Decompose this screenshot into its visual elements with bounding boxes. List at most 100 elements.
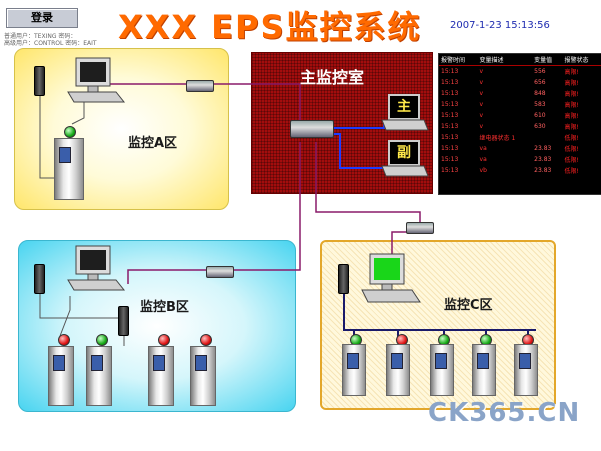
alarm-variable: vb	[479, 167, 487, 174]
zone-c-eps-cabinet-1-icon[interactable]	[342, 344, 366, 396]
zone-a-link	[108, 83, 301, 128]
alarm-value: 23.83	[534, 167, 552, 174]
alarm-value: 848	[534, 90, 546, 97]
zone-b-link	[127, 142, 301, 284]
alarm-time: 15:13	[441, 134, 459, 141]
alarm-variable: va	[479, 145, 487, 152]
alarm-row[interactable]: 15:13 v 610 高限!	[439, 110, 601, 121]
alarm-row[interactable]: 15:13 va 23.83 低限!	[439, 154, 601, 165]
secondary-workstation-icon[interactable]: 副	[388, 140, 420, 166]
zone-b-speaker-2-icon	[118, 306, 129, 336]
zone-b-cabinet-4-lamp[interactable]	[200, 334, 212, 346]
alarm-row[interactable]: 15:13 v 848 高限!	[439, 88, 601, 99]
advanced-user-info: 高级用户：CONTROL 密码：EAIT	[4, 40, 97, 47]
watermark-logo: CK365.CN	[428, 398, 581, 428]
zone-a-speaker-wire	[39, 88, 56, 179]
alarm-variable: v	[479, 101, 484, 108]
zone-b-cabinet-2-lamp[interactable]	[96, 334, 108, 346]
zone-c-bus	[343, 280, 536, 331]
lan-link-secondary	[320, 133, 384, 169]
zone-b-eps-cabinet-2-icon[interactable]	[86, 346, 112, 406]
alarm-state: 低限!	[564, 135, 579, 142]
secondary-keyboard-icon	[381, 165, 429, 177]
alarm-state: 高限!	[564, 80, 579, 87]
alarm-row[interactable]: 15:13 v 583 高限!	[439, 99, 601, 110]
zone-c-eps-cabinet-4-icon[interactable]	[472, 344, 496, 396]
alarm-value: 610	[534, 112, 546, 119]
zone-c-eps-cabinet-3-icon[interactable]	[430, 344, 454, 396]
login-button[interactable]: 登录	[6, 8, 78, 28]
alarm-header-state: 报警状态	[562, 54, 601, 66]
alarm-value: 556	[534, 68, 546, 75]
alarm-variable: v	[479, 90, 484, 97]
alarm-value: 23.83	[534, 156, 552, 163]
zone-b-eps-cabinet-3-icon[interactable]	[148, 346, 174, 406]
alarm-value: 656	[534, 79, 546, 86]
zone-c-computer-icon[interactable]	[360, 252, 424, 308]
alarm-time: 15:13	[441, 90, 459, 97]
primary-workstation-icon[interactable]: 主	[388, 94, 420, 120]
page-title: XXX EPS监控系统	[118, 8, 422, 46]
zone-b-cabinet-3-lamp[interactable]	[158, 334, 170, 346]
zone-a-panel[interactable]	[14, 48, 229, 210]
zone-b-speaker-wire	[39, 292, 125, 346]
alarm-time: 15:13	[441, 79, 459, 86]
alarm-value: 583	[534, 101, 546, 108]
alarm-variable: v	[479, 123, 484, 130]
zone-b-eps-cabinet-1-icon[interactable]	[48, 346, 74, 406]
alarm-state: 高限!	[564, 91, 579, 98]
alarm-variable: v	[479, 112, 484, 119]
alarm-row[interactable]: 15:13 vb 23.83 低限!	[439, 165, 601, 176]
zone-b-network-switch-icon[interactable]	[206, 266, 234, 278]
main-room-title: 主监控室	[300, 68, 365, 87]
alarm-variable: v	[479, 68, 484, 75]
alarm-row[interactable]: 15:13 v 656 高限!	[439, 77, 601, 88]
zone-c-label: 监控C区	[444, 298, 493, 313]
zone-a-status-lamp[interactable]	[64, 126, 76, 138]
alarm-time: 15:13	[441, 123, 459, 130]
alarm-row[interactable]: 15:13 继电器状态 1 低限!	[439, 132, 601, 143]
zone-b-computer-icon[interactable]	[66, 244, 126, 298]
zone-b-ups-wire	[59, 296, 71, 337]
zone-b-eps-cabinet-4-icon[interactable]	[190, 346, 216, 406]
alarm-time: 15:13	[441, 112, 459, 119]
zone-a-eps-cabinet-icon[interactable]	[54, 138, 84, 200]
alarm-header-time: 报警时间	[439, 54, 478, 66]
alarm-state: 高限!	[564, 113, 579, 120]
normal-user-info: 普通用户：TEXING 密码：	[4, 33, 77, 40]
alarm-value: 23.83	[534, 145, 552, 152]
main-room-network-switch-icon[interactable]	[290, 120, 334, 138]
alarm-time: 15:13	[441, 156, 459, 163]
alarm-time: 15:13	[441, 167, 459, 174]
zone-a-ups-wire	[71, 100, 85, 125]
alarm-time: 15:13	[441, 68, 459, 75]
zone-a-network-switch-icon[interactable]	[186, 80, 214, 92]
alarm-state: 低限!	[564, 157, 579, 164]
alarm-time: 15:13	[441, 101, 459, 108]
alarm-state: 高限!	[564, 69, 579, 76]
alarm-value: 630	[534, 123, 546, 130]
zone-c-speaker-icon	[338, 264, 349, 294]
zone-b-cabinet-1-lamp[interactable]	[58, 334, 70, 346]
alarm-value	[532, 132, 562, 143]
zone-a-label: 监控A区	[128, 136, 178, 151]
primary-keyboard-icon	[381, 119, 429, 131]
alarm-variable: va	[479, 156, 487, 163]
alarm-state: 高限!	[564, 102, 579, 109]
zone-c-eps-cabinet-5-icon[interactable]	[514, 344, 538, 396]
zone-b-speaker-icon	[34, 264, 45, 294]
zone-c-eps-cabinet-2-icon[interactable]	[386, 344, 410, 396]
alarm-row[interactable]: 15:13 v 556 高限!	[439, 66, 601, 78]
alarm-header-value: 变量值	[532, 54, 563, 66]
alarm-state: 低限!	[564, 168, 579, 175]
zone-c-network-switch-icon[interactable]	[406, 222, 434, 234]
zone-b-label: 监控B区	[140, 300, 189, 315]
alarm-variable: v	[479, 79, 484, 86]
zone-a-computer-icon[interactable]	[66, 56, 126, 108]
alarm-variable: 继电器状态 1	[479, 135, 516, 142]
alarm-time: 15:13	[441, 145, 459, 152]
alarm-log-panel[interactable]: 报警时间 变量描述 变量值 报警状态 15:13 v 556 高限! 15:13 v 656…	[438, 53, 601, 195]
alarm-header-var: 变量描述	[477, 54, 533, 66]
